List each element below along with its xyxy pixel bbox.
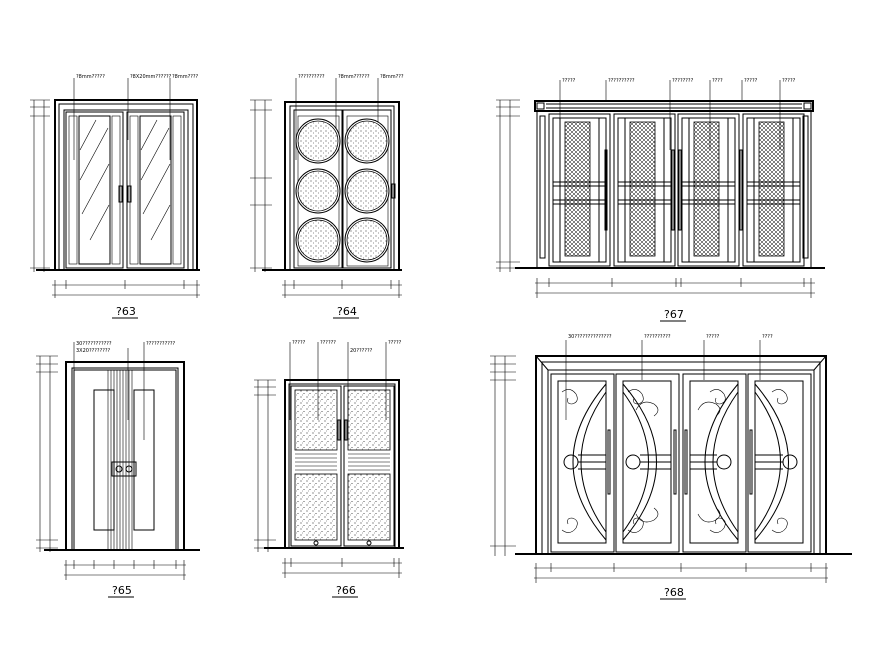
- drawing-title-767: ?67: [664, 308, 684, 321]
- callouts-764: ?????????? ?8mm?????? ?8mm???: [295, 74, 404, 160]
- door-drawing-765: 30??????????? 3X20???????? ???????????: [36, 341, 200, 598]
- door-drawing-766: ????? ?????? 20?????? ?????: [254, 340, 404, 598]
- callout-765-2: 3X20????????: [76, 348, 111, 354]
- drawing-title-765: ?65: [112, 584, 132, 597]
- callout-768-4: ????: [762, 334, 773, 340]
- door-drawing-764: ?????????? ?8mm?????? ?8mm???: [250, 74, 404, 319]
- callout-768-1: 30??????????????: [568, 334, 612, 340]
- drawing-title-763: ?63: [116, 305, 136, 318]
- callout-768-3: ?????: [706, 334, 720, 340]
- callout-765-3: ???????????: [146, 341, 176, 347]
- callout-767-2: ??????????: [608, 78, 635, 84]
- callout-763-2: ?8X20mm??????: [130, 74, 172, 80]
- callout-767-1: ?????: [562, 78, 576, 84]
- callout-767-5: ?????: [744, 78, 758, 84]
- callout-767-6: ?????: [782, 78, 796, 84]
- callout-763-1: ?8mm?????: [76, 74, 105, 80]
- callout-764-1: ??????????: [298, 74, 325, 80]
- drawing-title-768: ?68: [664, 586, 684, 599]
- callout-764-3: ?8mm???: [380, 74, 404, 80]
- callouts-763: ?8mm????? ?8X20mm?????? ?8mm????: [73, 74, 199, 160]
- door-drawing-768: 30?????????????? ?????????? ????? ????: [490, 334, 852, 600]
- callout-764-2: ?8mm??????: [338, 74, 370, 80]
- callout-765-1: 30???????????: [76, 341, 112, 347]
- callout-766-3: 20??????: [350, 348, 373, 354]
- callout-767-4: ????: [712, 78, 723, 84]
- callout-768-2: ??????????: [644, 334, 671, 340]
- callout-766-2: ??????: [320, 340, 336, 346]
- door-drawing-767: ????? ?????????? ???????? ???? ????? ???…: [496, 78, 825, 322]
- leaves-767: [548, 113, 805, 267]
- callout-763-3: ?8mm????: [172, 74, 199, 80]
- callouts-768: 30?????????????? ?????????? ????? ????: [565, 334, 773, 420]
- drawing-title-764: ?64: [337, 305, 357, 318]
- drawing-title-766: ?66: [336, 584, 356, 597]
- callout-767-3: ????????: [672, 78, 694, 84]
- callouts-765: 30??????????? 3X20???????? ???????????: [73, 341, 176, 440]
- callout-766-4: ?????: [388, 340, 402, 346]
- door-drawing-763: ?8mm????? ?8X20mm?????? ?8mm????: [30, 74, 200, 319]
- leaves-768: [550, 373, 812, 553]
- callout-766-1: ?????: [292, 340, 306, 346]
